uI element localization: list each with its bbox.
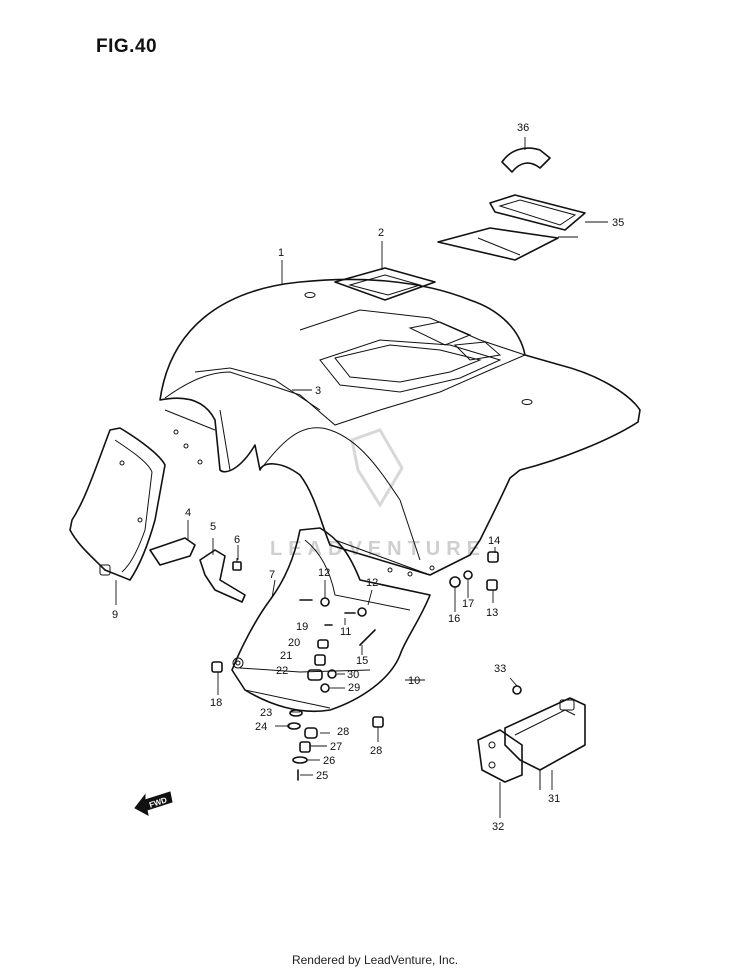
callout-25: 25	[316, 770, 328, 782]
callout-9: 9	[112, 609, 118, 621]
callout-20: 20	[288, 637, 300, 649]
callout-24: 24	[255, 721, 267, 733]
callout-4: 4	[185, 507, 191, 519]
callout-16: 16	[448, 613, 460, 625]
callout-7: 7	[269, 569, 275, 581]
callout-6: 6	[234, 534, 240, 546]
callout-13: 13	[486, 607, 498, 619]
callout-15: 15	[356, 655, 368, 667]
callout-3: 3	[315, 385, 321, 397]
callout-28-b: 28	[370, 745, 382, 757]
callout-2: 2	[378, 227, 384, 239]
left-mud-flap	[69, 427, 166, 581]
callout-22: 22	[276, 665, 288, 677]
callout-labels: 36 35 2 1 3 4 5 6 7 9 10 11 12 12 13 14 …	[112, 122, 624, 833]
callout-35: 36	[517, 122, 529, 134]
rear-fender	[159, 278, 641, 577]
forward-arrow-icon: FWD	[134, 791, 173, 816]
footer-credit: Rendered by LeadVenture, Inc.	[291, 953, 459, 967]
callout-27: 27	[330, 741, 342, 753]
hitch-bracket	[504, 697, 586, 790]
bolt-6	[232, 558, 242, 571]
mat	[437, 227, 559, 261]
callout-30: 30	[347, 669, 359, 681]
watermark-text: LEADVENTURE	[270, 538, 486, 560]
callout-31: 31	[548, 793, 560, 805]
fwd-label: FWD	[148, 795, 168, 809]
bracket-5	[199, 549, 246, 603]
callout-34: 35	[612, 217, 624, 229]
callout-17: 17	[462, 598, 474, 610]
bracket-4	[149, 537, 196, 566]
storage-lid	[334, 267, 436, 301]
callout-14: 14	[488, 535, 500, 547]
callout-19: 19	[296, 621, 308, 633]
callout-1: 1	[278, 247, 284, 259]
callout-32: 32	[492, 821, 504, 833]
callout-10: 10	[408, 675, 420, 687]
callout-5: 5	[210, 521, 216, 533]
callout-23: 23	[260, 707, 272, 719]
callout-18: 18	[210, 697, 222, 709]
callout-26: 26	[323, 755, 335, 767]
tray	[489, 194, 586, 231]
leader-lines	[115, 137, 608, 818]
callout-29: 29	[348, 682, 360, 694]
inner-fender	[231, 527, 431, 713]
callout-12-a: 12	[318, 567, 330, 579]
watermark: LEADVENTURE	[270, 428, 486, 560]
strap-handle	[501, 147, 551, 173]
callout-28-a: 28	[337, 726, 349, 738]
callout-12-b: 12	[366, 577, 378, 589]
callout-33: 33	[494, 663, 506, 675]
callout-21: 21	[280, 650, 292, 662]
figure-title: FIG.40	[96, 36, 158, 57]
callout-11: 11	[340, 626, 351, 638]
mounting-plate	[477, 729, 523, 783]
